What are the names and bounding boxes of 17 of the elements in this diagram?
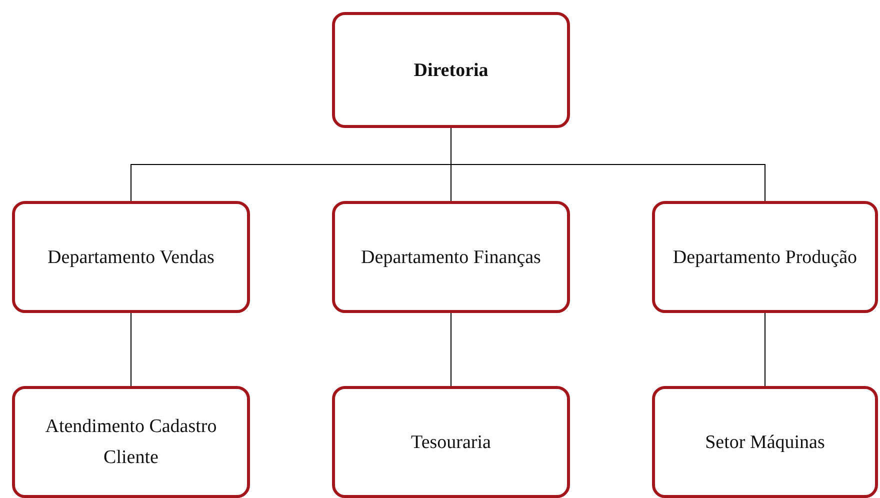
box-label: Setor Máquinas (705, 430, 825, 454)
box-label: Departamento Finanças (361, 246, 541, 270)
org-box (12, 201, 250, 313)
box-label: Tesouraria (411, 430, 491, 454)
box-label: Departamento Vendas (48, 246, 214, 270)
box-label: Atendimento Cadastro Cliente (44, 415, 218, 470)
connector-line (450, 312, 452, 386)
org-box (652, 201, 878, 313)
box-label: Departamento Produção (672, 246, 858, 270)
box-label: Diretoria (414, 58, 488, 82)
org-box (332, 386, 570, 498)
org-box (332, 201, 570, 313)
org-box (12, 386, 250, 498)
connector-line (764, 312, 766, 386)
org-box (652, 386, 878, 498)
org-box (332, 12, 570, 128)
connector-line (130, 312, 132, 386)
